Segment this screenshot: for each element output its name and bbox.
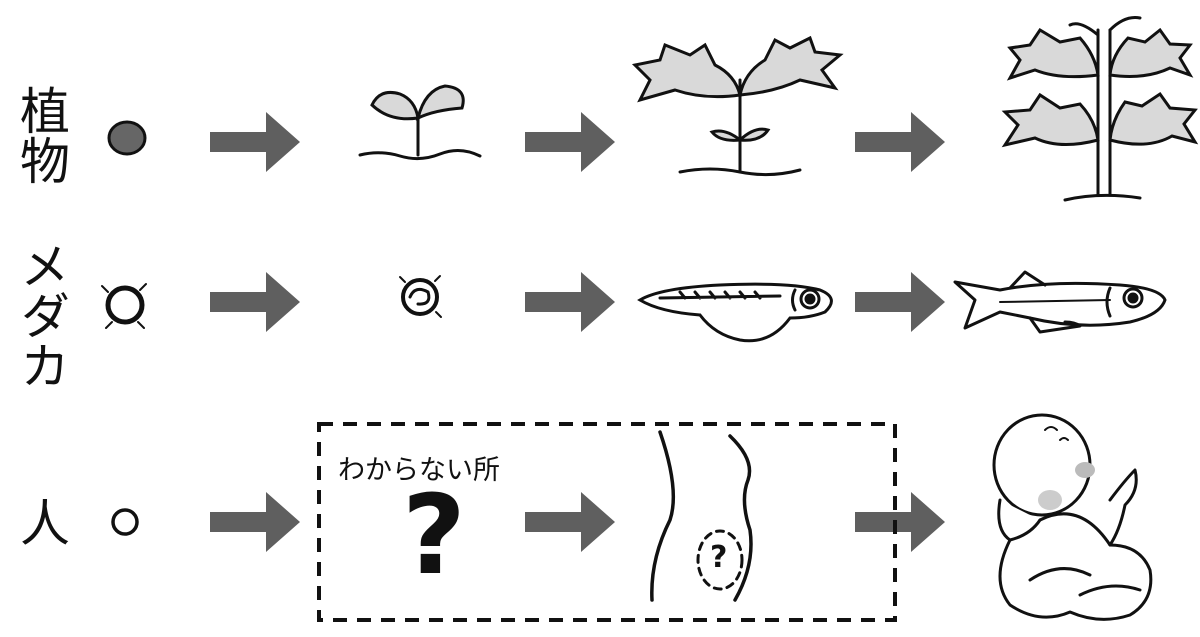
row-label-plant: 植物 <box>12 85 70 185</box>
medaka-egg-icon <box>101 283 147 329</box>
sprout-icon <box>358 84 482 161</box>
medaka-developing-egg-icon <box>399 275 442 318</box>
unknown-region-box <box>317 422 897 622</box>
arrow-icon <box>525 112 615 172</box>
medaka-fry-icon <box>637 282 833 343</box>
medaka-adult-icon <box>953 270 1167 334</box>
human-egg-icon <box>111 508 139 536</box>
arrow-icon <box>525 272 615 332</box>
seed-icon <box>107 120 147 156</box>
arrow-icon <box>210 112 300 172</box>
unknown-region-label: わからない所 <box>338 455 500 486</box>
arrow-icon <box>855 112 945 172</box>
arrow-icon <box>210 272 300 332</box>
arrow-icon <box>855 272 945 332</box>
row-label-medaka: メダカ <box>12 240 70 390</box>
grown-plant-icon <box>1001 16 1199 202</box>
arrow-icon <box>855 492 945 552</box>
baby-icon <box>992 413 1153 621</box>
arrow-icon <box>525 492 615 552</box>
young-plant-icon <box>631 35 844 177</box>
arrow-icon <box>210 492 300 552</box>
row-label-human: 人 <box>12 497 70 547</box>
womb-question-mark: ? <box>710 540 728 575</box>
womb-icon <box>650 430 753 602</box>
question-mark: ? <box>402 471 466 599</box>
